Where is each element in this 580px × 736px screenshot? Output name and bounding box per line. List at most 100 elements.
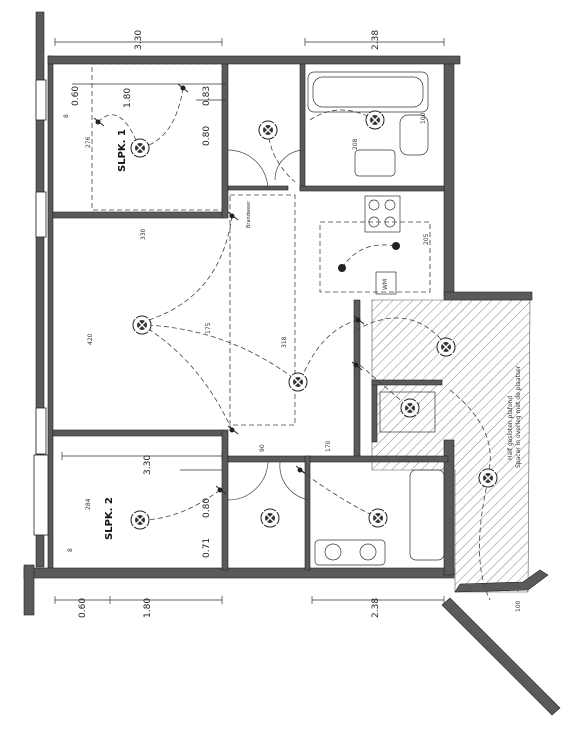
switch-icon (93, 83, 365, 495)
door-swing-bedroom1 (227, 149, 269, 191)
wiring-10 (449, 389, 491, 476)
label-420: 420 (87, 333, 94, 345)
dim-bottom-right: 2.38 (371, 598, 381, 618)
wall-left-bottom-stub (23, 564, 35, 616)
outlet-icon (338, 264, 346, 272)
wall-angled-right (454, 569, 549, 593)
washbasin-top (354, 149, 396, 177)
wiring-9 (359, 364, 411, 409)
sink-1 (324, 543, 342, 561)
label-330v: 330 (140, 228, 147, 240)
bathtub-top (307, 71, 429, 113)
wiring-8 (355, 317, 447, 346)
ceiling-light-icon (436, 337, 456, 357)
wall-kitchen-right (353, 299, 361, 461)
wall-bath2-left (304, 455, 311, 571)
label-100b: 100 (515, 600, 522, 612)
outlet-icon (392, 242, 400, 250)
door-swing-bedroom2 (227, 461, 269, 501)
laundry-box (375, 271, 397, 295)
wall-bedroom1-right (221, 63, 229, 219)
bathtub-top-inner (312, 76, 424, 108)
label-205: 205 (423, 233, 430, 245)
label-8b: 8 (67, 548, 74, 552)
bathtub-bottom (409, 469, 445, 561)
ceiling-light-icon (132, 315, 152, 335)
wiring-1 (97, 114, 139, 146)
stove (364, 195, 401, 233)
wiring-4 (141, 324, 233, 431)
wiring-7 (341, 244, 397, 269)
wall-right-upper (443, 63, 455, 297)
wiring-5 (147, 324, 297, 381)
wiring-14 (299, 469, 379, 519)
wiring-13 (309, 109, 376, 121)
wall-angled-bottom (441, 597, 561, 716)
ceiling-light-icon (130, 510, 150, 530)
window-left-2 (35, 191, 47, 238)
ceiling-light-icon (478, 468, 498, 488)
dim-r1-180: 1.80 (123, 88, 133, 108)
room-label-slpk2: SLPK. 2 (104, 497, 115, 540)
label-284: 284 (85, 498, 92, 510)
dimension-lines (54, 38, 445, 604)
ceiling-light-icon (400, 398, 420, 418)
wall-bath2-top (227, 455, 449, 463)
toilet-top (399, 114, 429, 156)
washbasin-bottom (314, 539, 386, 566)
door-swing-wc (274, 149, 306, 181)
dim-r2-071: 0.71 (202, 538, 212, 558)
burner-2 (384, 199, 396, 211)
wall-storage-top (371, 379, 443, 386)
dim-r1-083: 0.83 (202, 86, 212, 106)
wall-bedroom2-top (52, 429, 224, 437)
wall-bedroom2-right (221, 429, 229, 571)
label-208: 208 (352, 138, 359, 150)
note-line-2: Spacer in overleg met de plaatser (515, 365, 522, 468)
dim-left-bottom-b: 1.80 (143, 598, 153, 618)
wall-wc-left (299, 63, 306, 191)
window-left-4 (33, 454, 49, 536)
ceiling-light-icon (260, 508, 280, 528)
storage-unit (379, 391, 436, 433)
label-100: 100 (420, 112, 427, 124)
dim-r1-080: 0.80 (202, 126, 212, 146)
kitchen-counter (319, 221, 431, 293)
wiring-11 (479, 479, 491, 601)
label-175: 175 (205, 322, 212, 334)
ceiling-light-icon (258, 120, 278, 140)
burner-1 (368, 199, 380, 211)
label-brandweer: Brandweer (246, 200, 252, 228)
label-wm: WM (382, 279, 389, 290)
hall-closet (229, 194, 296, 426)
ceiling-light-icon (130, 138, 150, 158)
dim-top-right: 2.38 (371, 30, 381, 50)
window-left-1 (35, 79, 47, 121)
label-8a: 8 (63, 114, 70, 118)
wiring-3 (141, 215, 233, 323)
wiring-12 (139, 489, 221, 521)
ceiling-light-icon (288, 372, 308, 392)
dim-top-left: 3.30 (134, 30, 144, 50)
label-318: 318 (281, 336, 288, 348)
wall-bath-top (299, 185, 445, 192)
dim-r2-080: 0.80 (202, 498, 212, 518)
room-label-slpk1: SLPK. 1 (117, 129, 128, 172)
ceiling-light-icon (365, 110, 385, 130)
wall-right-step (443, 291, 533, 301)
sink-2 (359, 543, 377, 561)
label-276: 276 (85, 136, 92, 148)
wall-left-inner (47, 55, 54, 573)
wall-storage-left (371, 379, 378, 443)
note-line-1: Half gesloten plafond (507, 396, 514, 460)
dim-left-bottom-a: 0.60 (78, 598, 88, 618)
wiring-2 (139, 87, 184, 149)
bedroom1-closet (91, 63, 223, 211)
dim-r1-060: 0.60 (71, 86, 81, 106)
wiring-6 (299, 319, 359, 383)
wall-left-outer (35, 11, 45, 568)
wall-top (47, 55, 461, 65)
wall-bottom (23, 567, 455, 579)
door-swing-bath2 (279, 461, 311, 501)
